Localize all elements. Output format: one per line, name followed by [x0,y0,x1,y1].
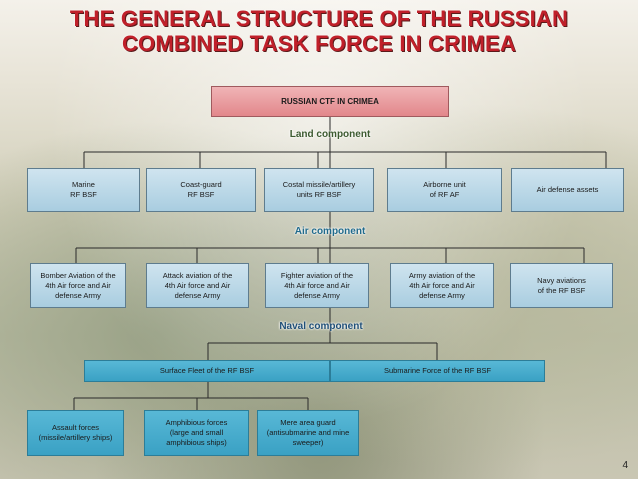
naval-submarine-label: Submarine Force of the RF BSF [383,366,492,375]
air-unit-label: Attack aviation of the 4th Air force and… [162,270,233,300]
naval-submarine-force: Submarine Force of the RF BSF [330,360,545,382]
page-title-line2: COMBINED TASK FORCE IN CRIMEA [121,31,517,56]
air-unit-fighter: Fighter aviation of the 4th Air force an… [265,263,369,308]
naval-sub-unit-label: Amphibious forces (large and small amphi… [165,418,228,447]
air-unit-label: Bomber Aviation of the 4th Air force and… [40,270,116,300]
root-box: RUSSIAN CTF IN CRIMEA [211,86,449,117]
naval-sub-unit-assault: Assault forces (missile/artillery ships) [27,410,124,456]
land-unit-airborne: Airborne unit of RF AF [387,168,502,212]
naval-sub-unit-label: Mere area guard (antisubmarine and mine … [266,418,350,447]
air-unit-navy: Navy aviations of the RF BSF [510,263,613,308]
air-unit-attack: Attack aviation of the 4th Air force and… [146,263,249,308]
air-unit-label: Army aviation of the 4th Air force and A… [408,270,476,300]
air-unit-bomber: Bomber Aviation of the 4th Air force and… [30,263,126,308]
air-unit-label: Navy aviations of the RF BSF [537,275,586,295]
air-unit-army: Army aviation of the 4th Air force and A… [390,263,494,308]
land-unit-label: Marine RF BSF [70,180,97,199]
naval-surface-label: Surface Fleet of the RF BSF [159,366,255,375]
root-label: RUSSIAN CTF IN CRIMEA [281,96,379,106]
land-unit-coast-guard: Coast-guard RF BSF [146,168,256,212]
section-land: Land component [289,129,371,140]
section-naval: Naval component [279,321,363,332]
land-unit-air-defense: Air defense assets [511,168,624,212]
air-unit-label: Fighter aviation of the 4th Air force an… [280,270,354,300]
naval-sub-unit-label: Assault forces (missile/artillery ships) [38,423,113,442]
section-air: Air component [294,226,366,237]
page-title-line1: THE GENERAL STRUCTURE OF THE RUSSIAN [69,6,569,31]
land-unit-label: Costal missile/artillery units RF BSF [282,180,356,199]
naval-sub-unit-amphibious: Amphibious forces (large and small amphi… [144,410,249,456]
land-unit-label: Air defense assets [536,185,599,194]
naval-surface-fleet: Surface Fleet of the RF BSF [84,360,330,382]
page-number: 4 [622,460,628,471]
land-unit-label: Airborne unit of RF AF [423,180,466,199]
land-unit-label: Coast-guard RF BSF [180,180,222,199]
land-unit-marine: Marine RF BSF [27,168,140,212]
land-unit-coastal-missile: Costal missile/artillery units RF BSF [264,168,374,212]
naval-sub-unit-mine-guard: Mere area guard (antisubmarine and mine … [257,410,359,456]
